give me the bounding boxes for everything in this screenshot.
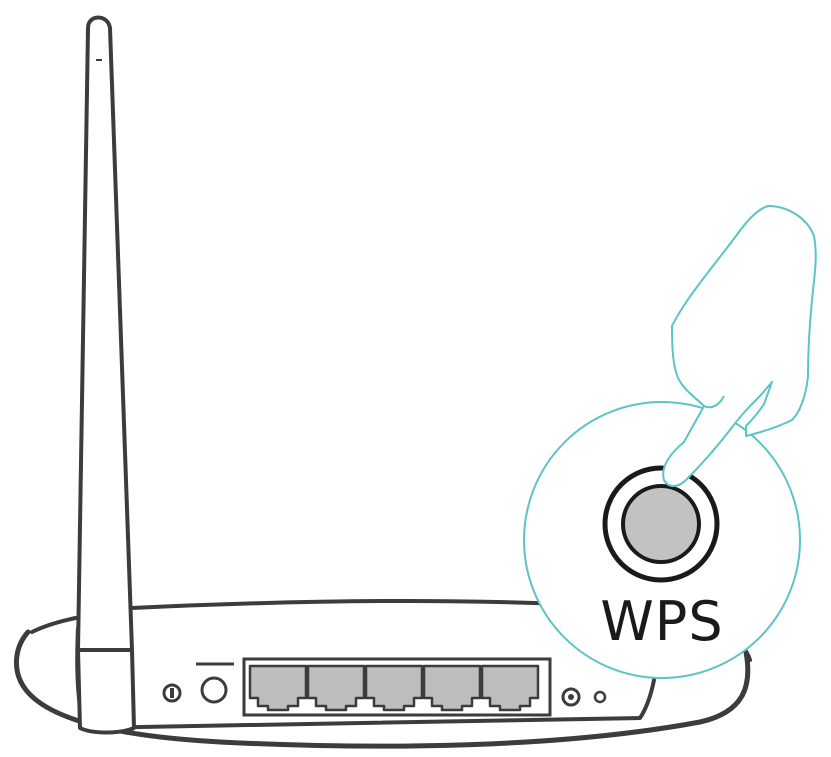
ethernet-port xyxy=(306,664,366,712)
led-indicator-dot xyxy=(593,690,607,704)
ethernet-port xyxy=(480,664,540,712)
antenna-rod xyxy=(76,15,134,652)
ethernet-port xyxy=(248,664,308,712)
wps-button xyxy=(602,465,720,583)
reset-button-inner xyxy=(568,694,574,700)
wps-label: WPS xyxy=(600,590,723,653)
finger-knuckle-line xyxy=(703,395,725,409)
antenna-base xyxy=(76,648,136,735)
port-block xyxy=(242,657,552,717)
wps-button-face xyxy=(621,484,701,564)
led-indicator xyxy=(593,690,607,704)
power-jack-socket xyxy=(200,676,228,704)
ethernet-port xyxy=(422,664,482,712)
power-switch-dot xyxy=(170,688,174,698)
antenna xyxy=(76,15,136,735)
ethernet-ports xyxy=(248,664,540,712)
ethernet-port xyxy=(364,664,424,712)
power-jack xyxy=(196,662,234,704)
power-switch xyxy=(162,683,182,703)
hand-icon xyxy=(662,205,817,487)
router-top-edge xyxy=(30,599,562,634)
wps-callout: WPS xyxy=(523,205,817,679)
reset-button xyxy=(561,687,581,707)
